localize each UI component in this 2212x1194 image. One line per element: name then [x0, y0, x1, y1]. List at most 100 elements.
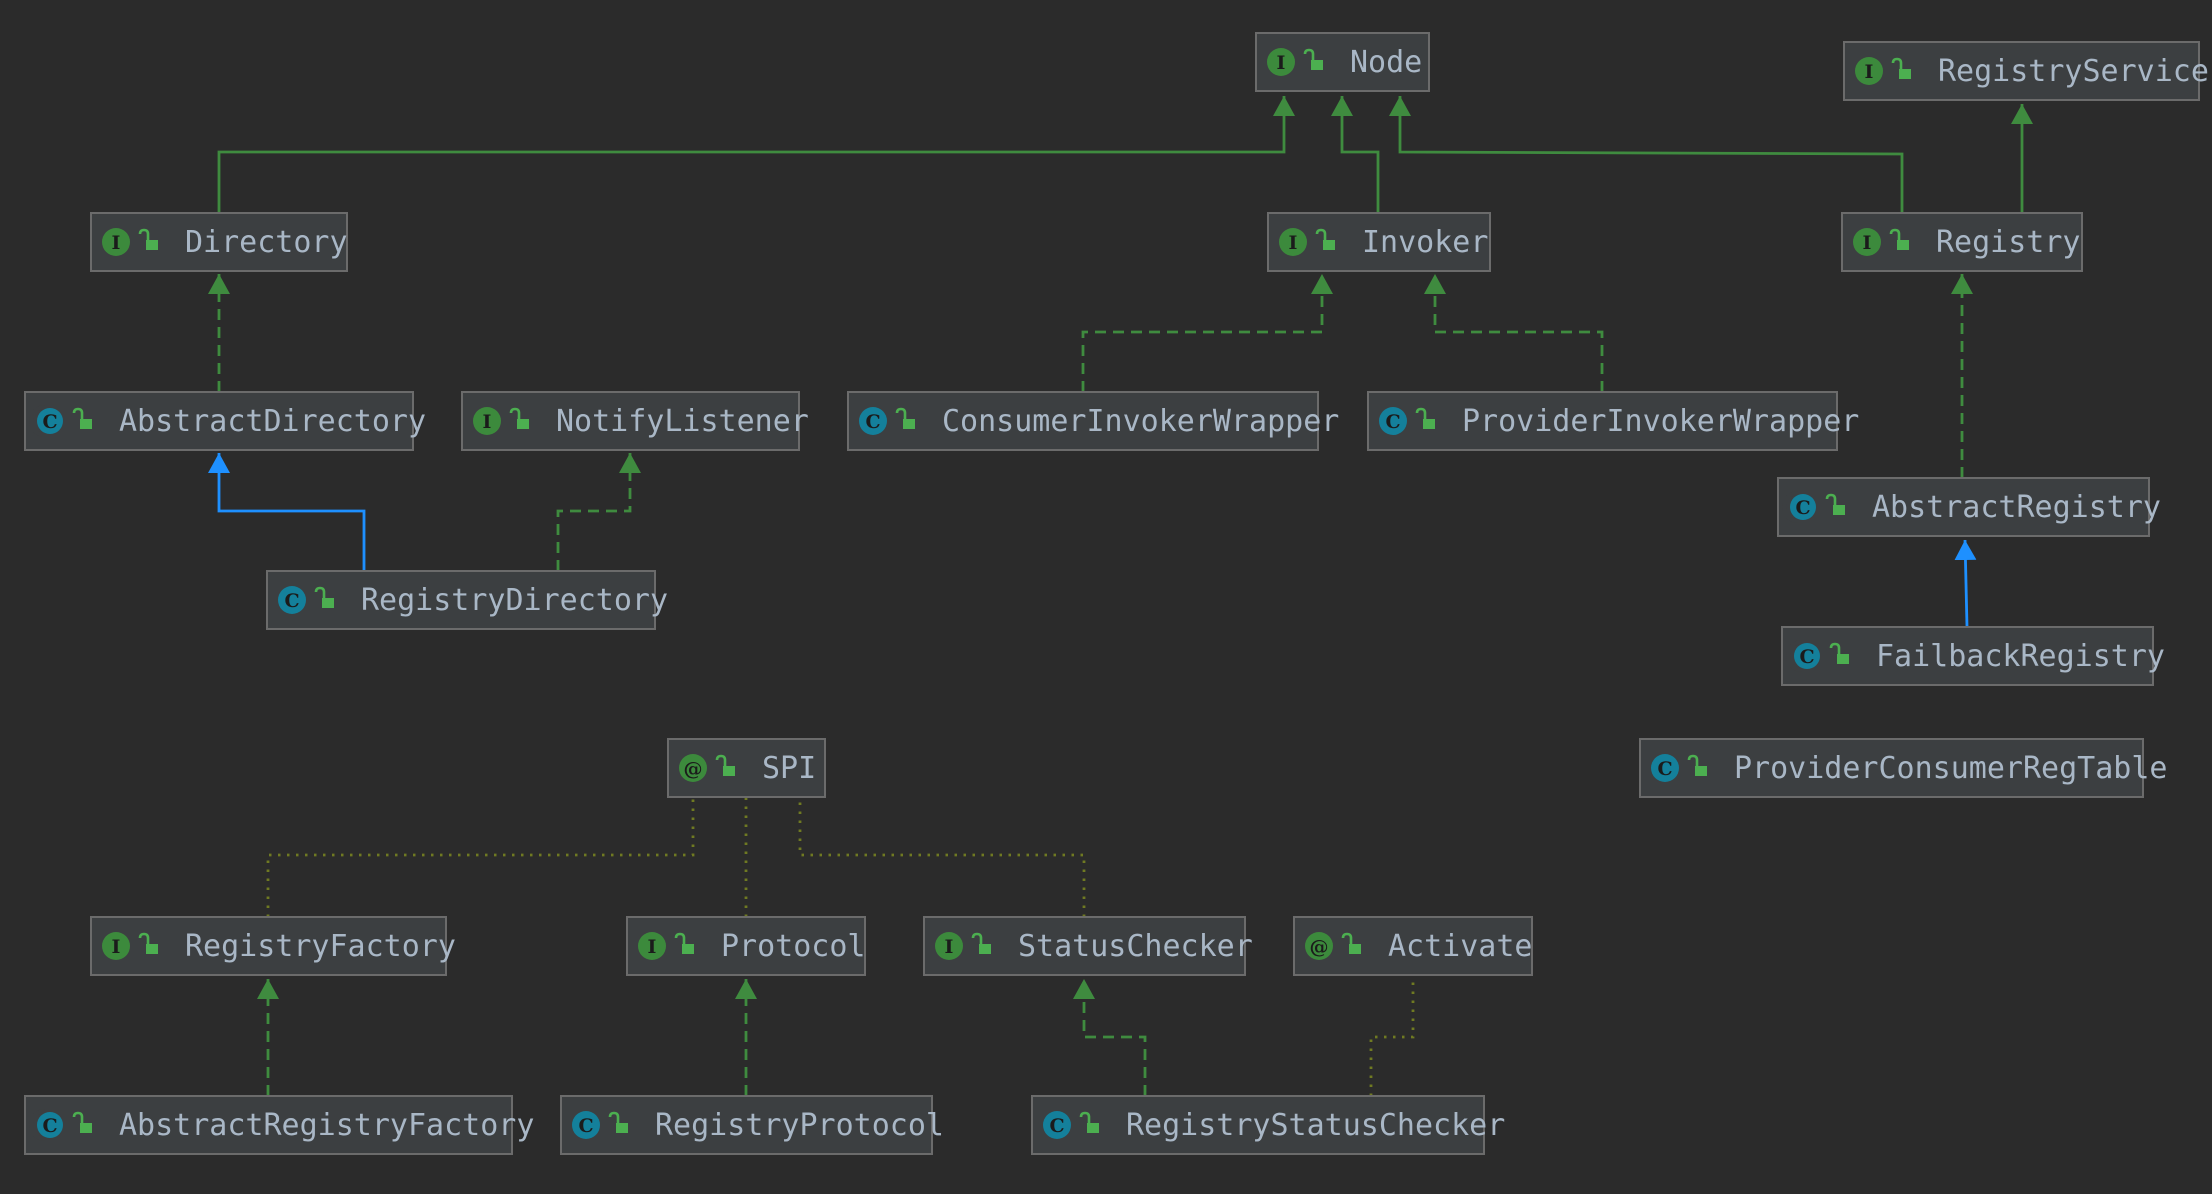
node-directory[interactable]: I Directory [90, 212, 348, 272]
svg-text:I: I [648, 936, 657, 958]
node-label: ProviderConsumerRegTable [1734, 751, 2167, 786]
public-access-icon [1825, 493, 1845, 515]
edge-registrystatuschecker-implements-statuschecker [1073, 979, 1147, 1096]
public-access-icon [72, 407, 92, 429]
public-access-icon [1341, 932, 1361, 954]
edge-failbackregistry-extends-abstractregistry [1954, 539, 1977, 628]
public-access-icon [1415, 407, 1435, 429]
interface-badge-icon: I [638, 932, 666, 960]
annotation-badge-icon: @ [1305, 932, 1333, 960]
svg-text:C: C [865, 411, 880, 433]
interface-badge-icon: I [102, 228, 130, 256]
node-notify-listener[interactable]: I NotifyListener [461, 391, 809, 451]
node-box [1293, 916, 1533, 976]
interface-badge-icon: I [1267, 48, 1295, 76]
edge-directory-extends-node [217, 96, 1295, 213]
interface-badge-icon: I [935, 932, 963, 960]
node-label: NotifyListener [556, 404, 809, 439]
svg-text:I: I [112, 232, 121, 254]
node-box [1367, 391, 1838, 451]
node-box [1031, 1095, 1485, 1155]
edge-statuschecker-spi-dependency [798, 798, 1086, 917]
edge-registrystatuschecker-activate-dependency [1369, 977, 1415, 1096]
public-access-icon [314, 586, 334, 608]
svg-text:C: C [42, 1115, 57, 1137]
public-access-icon [715, 754, 735, 776]
class-badge-icon: C [859, 407, 887, 435]
public-access-icon [1891, 57, 1911, 79]
interface-badge-icon: I [473, 407, 501, 435]
node-abstract-directory[interactable]: C AbstractDirectory [24, 391, 426, 451]
svg-text:C: C [284, 590, 299, 612]
svg-text:C: C [578, 1115, 593, 1137]
node-label: Activate [1388, 929, 1533, 964]
node-label: Invoker [1362, 225, 1488, 260]
node-label: Directory [185, 225, 348, 260]
public-access-icon [1079, 1111, 1099, 1133]
node-registry-service[interactable]: I RegistryService [1843, 41, 2209, 101]
abstract-class-badge-icon: C [1782, 491, 1816, 523]
public-access-icon [138, 932, 158, 954]
svg-text:I: I [945, 936, 954, 958]
svg-text:C: C [1799, 646, 1814, 668]
class-badge-icon: C [278, 586, 306, 614]
node-label: RegistryService [1938, 54, 2209, 89]
abstract-class-badge-icon: C [1786, 640, 1820, 672]
node-label: RegistryStatusChecker [1126, 1108, 1505, 1143]
node-label: FailbackRegistry [1876, 639, 2165, 674]
node-spi[interactable]: @SPI [667, 738, 826, 798]
svg-text:I: I [1863, 232, 1872, 254]
svg-text:I: I [1865, 61, 1874, 83]
edge-registrydirectory-extends-abstractdirectory [208, 453, 366, 571]
edge-layer [208, 96, 2033, 1096]
svg-text:I: I [483, 411, 492, 433]
node-label: RegistryFactory [185, 929, 456, 964]
interface-badge-icon: I [1855, 57, 1883, 85]
node-registry-protocol[interactable]: C RegistryProtocol [560, 1095, 944, 1155]
interface-badge-icon: I [1853, 228, 1881, 256]
svg-text:C: C [42, 411, 57, 433]
edge-invoker-extends-node [1331, 96, 1380, 213]
class-badge-icon: C [1379, 407, 1407, 435]
public-access-icon [1315, 228, 1335, 250]
public-access-icon [1687, 754, 1707, 776]
svg-text:I: I [1289, 232, 1298, 254]
edge-registrydirectory-implements-notifylistener [556, 453, 641, 571]
node-label: RegistryProtocol [655, 1108, 944, 1143]
node-provider-consumer-reg-table[interactable]: C ProviderConsumerRegTable [1639, 738, 2167, 798]
node-registry-status-checker[interactable]: C RegistryStatusChecker [1031, 1095, 1505, 1155]
node-invoker[interactable]: I Invoker [1267, 212, 1491, 272]
public-access-icon [1889, 228, 1909, 250]
node-box [626, 916, 866, 976]
svg-text:C: C [1657, 758, 1672, 780]
node-box [923, 916, 1246, 976]
public-access-icon [1303, 48, 1323, 70]
node-activate[interactable]: @ Activate [1293, 916, 1533, 976]
node-label: ConsumerInvokerWrapper [942, 404, 1339, 439]
svg-text:C: C [1049, 1115, 1064, 1137]
node-consumer-invoker-wrapper[interactable]: C ConsumerInvokerWrapper [847, 391, 1339, 451]
node-failback-registry[interactable]: C FailbackRegistry [1781, 626, 2165, 686]
node-label: AbstractRegistryFactory [119, 1108, 534, 1143]
public-access-icon [138, 228, 158, 250]
node-abstract-registry-factory[interactable]: C AbstractRegistryFactory [24, 1095, 534, 1155]
node-box [1639, 738, 2144, 798]
public-access-icon [895, 407, 915, 429]
public-access-icon [509, 407, 529, 429]
node-label: AbstractDirectory [119, 404, 426, 439]
node-label: SPI [762, 751, 816, 786]
node-registry-factory[interactable]: I RegistryFactory [90, 916, 456, 976]
public-access-icon [608, 1111, 628, 1133]
public-access-icon [971, 932, 991, 954]
interface-badge-icon: I [102, 932, 130, 960]
node-box [90, 212, 348, 272]
